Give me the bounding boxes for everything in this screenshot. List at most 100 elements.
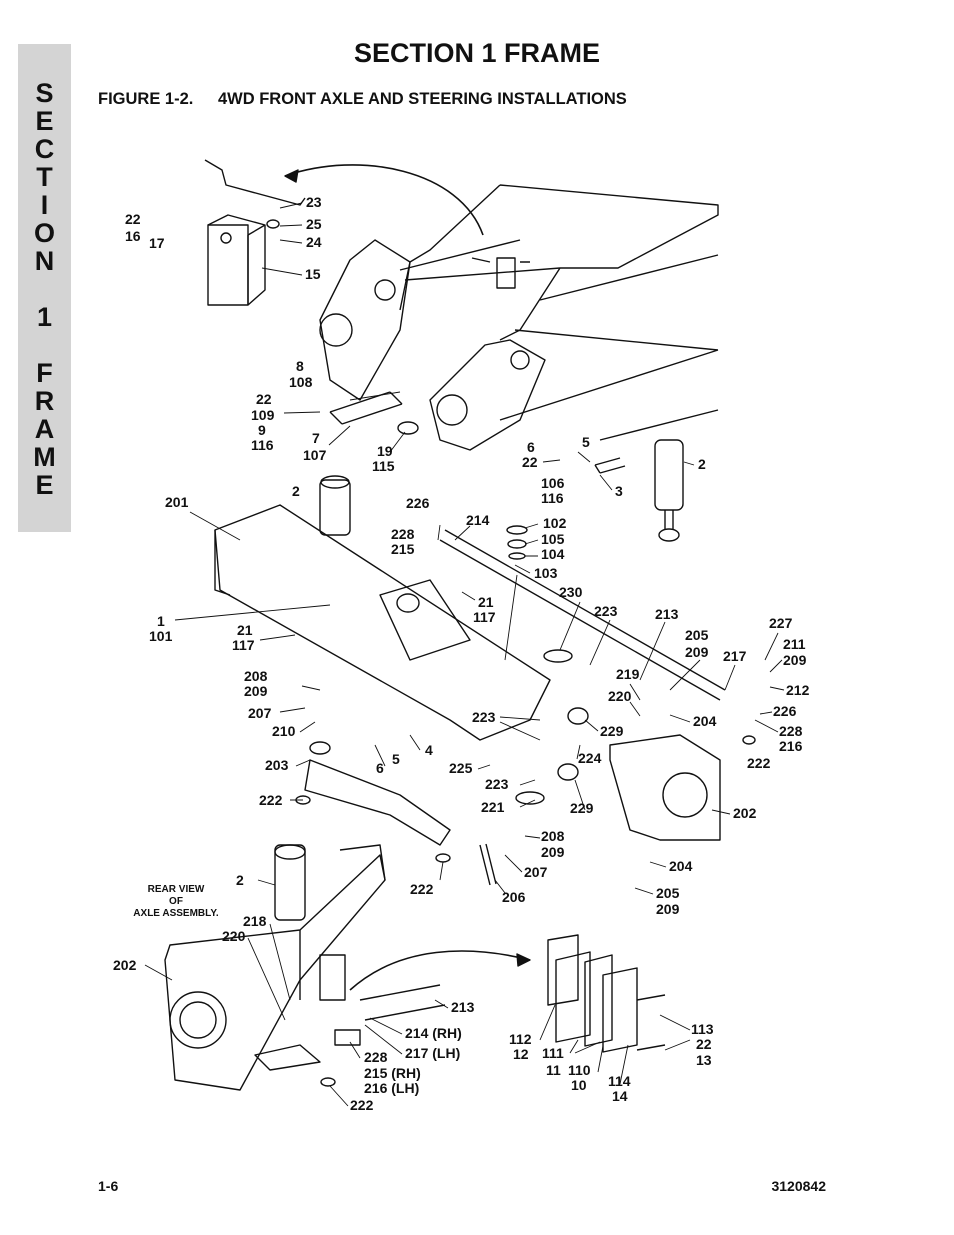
callout-8: 8 — [296, 358, 304, 374]
section-side-tab: S E C T I O N 1 F R A M E — [18, 44, 71, 532]
callout-209: 209 — [656, 901, 680, 917]
callout-212: 212 — [786, 682, 810, 698]
callout-102: 102 — [543, 515, 567, 531]
callout-228: 228 — [364, 1049, 388, 1065]
tab-letter: O — [33, 218, 55, 248]
callout-228: 228 — [391, 526, 415, 542]
figure-title: 4WD FRONT AXLE AND STEERING INSTALLATION… — [217, 90, 627, 108]
tab-letter: E — [35, 470, 54, 500]
callout-15: 15 — [305, 266, 321, 282]
tab-letter: I — [40, 190, 49, 220]
callout-222: 222 — [350, 1097, 374, 1113]
callout-11: 11 — [546, 1062, 561, 1078]
callout-223: 223 — [594, 603, 618, 619]
callout-206: 206 — [502, 889, 526, 905]
callout-2: 2 — [698, 456, 706, 472]
callout-220: 220 — [222, 928, 246, 944]
tab-letter: E — [35, 106, 54, 136]
callout-230: 230 — [559, 584, 583, 600]
callout-2: 2 — [292, 483, 300, 499]
callout-209: 209 — [685, 644, 709, 660]
callout-223: 223 — [485, 776, 509, 792]
callout-205: 205 — [685, 627, 709, 643]
callout-105: 105 — [541, 531, 565, 547]
callout-216: 216 — [779, 738, 803, 754]
callout-224: 224 — [578, 750, 602, 766]
callout-113: 113 — [691, 1021, 714, 1037]
callout-117: 117 — [232, 637, 255, 653]
callout-9: 9 — [258, 422, 266, 438]
callout-106: 106 — [541, 475, 565, 491]
callout-221: 221 — [481, 799, 505, 815]
callout-214-rh: 214 (RH) — [405, 1025, 462, 1041]
page-title: SECTION 1 FRAME — [353, 38, 601, 68]
page-number: 1-6 — [98, 1178, 119, 1194]
callout-4: 4 — [425, 742, 433, 758]
callout-23: 23 — [306, 194, 322, 210]
rear-view-note-line-2: OF — [169, 896, 183, 907]
callout-22: 22 — [696, 1036, 712, 1052]
callout-219: 219 — [616, 666, 640, 682]
callout-6: 6 — [376, 760, 384, 776]
tab-letter: R — [34, 386, 55, 416]
callout-229: 229 — [600, 723, 624, 739]
callout-209: 209 — [783, 652, 807, 668]
callout-208: 208 — [541, 828, 565, 844]
callout-226: 226 — [773, 703, 797, 719]
callout-1: 1 — [157, 613, 165, 629]
callout-222: 222 — [410, 881, 434, 897]
tab-letter: C — [34, 134, 55, 164]
tab-letter: T — [36, 162, 53, 192]
callout-111: 111 — [542, 1045, 564, 1061]
callout-202: 202 — [113, 957, 137, 973]
callout-217-lh: 217 (LH) — [405, 1045, 460, 1061]
callout-217: 217 — [723, 648, 747, 664]
callout-12: 12 — [513, 1046, 529, 1062]
callout-204: 204 — [693, 713, 717, 729]
callout-21: 21 — [478, 594, 494, 610]
callout-209: 209 — [244, 683, 268, 699]
callout-19: 19 — [377, 443, 393, 459]
callout-116: 116 — [251, 437, 274, 453]
callout-5: 5 — [392, 751, 400, 767]
callout-226: 226 — [406, 495, 430, 511]
callout-16: 16 — [125, 228, 141, 244]
callout-208: 208 — [244, 668, 268, 684]
callout-13: 13 — [696, 1052, 712, 1068]
callout-6: 6 — [527, 439, 535, 455]
callout-17: 17 — [149, 235, 165, 251]
callout-205: 205 — [656, 885, 680, 901]
callout-214: 214 — [466, 512, 490, 528]
callout-207: 207 — [248, 705, 272, 721]
callout-209: 209 — [541, 844, 565, 860]
callout-22: 22 — [522, 454, 538, 470]
callout-116: 116 — [541, 490, 564, 506]
callout-202: 202 — [733, 805, 757, 821]
tab-letter: F — [36, 358, 53, 388]
callout-110: 110 — [568, 1062, 591, 1078]
callout-228: 228 — [779, 723, 803, 739]
callout-24: 24 — [306, 234, 322, 250]
callout-204: 204 — [669, 858, 693, 874]
callout-201: 201 — [165, 494, 189, 510]
callout-21: 21 — [237, 622, 253, 638]
callout-223: 223 — [472, 709, 496, 725]
callout-22: 22 — [125, 211, 141, 227]
callout-103: 103 — [534, 565, 558, 581]
callout-104: 104 — [541, 546, 565, 562]
callout-227: 227 — [769, 615, 793, 631]
callout-108: 108 — [289, 374, 313, 390]
callout-222: 222 — [747, 755, 771, 771]
callout-7: 7 — [312, 430, 320, 446]
tab-letter: M — [33, 442, 56, 472]
callout-5: 5 — [582, 434, 590, 450]
callout-101: 101 — [149, 628, 173, 644]
tab-letter: 1 — [36, 302, 53, 332]
callout-213: 213 — [655, 606, 679, 622]
callout-218: 218 — [243, 913, 267, 929]
figure-caption: FIGURE 1-2. 4WD FRONT AXLE AND STEERING … — [98, 90, 627, 109]
callout-22: 22 — [256, 391, 272, 407]
callout-207: 207 — [524, 864, 548, 880]
callout-112: 112 — [509, 1031, 532, 1047]
